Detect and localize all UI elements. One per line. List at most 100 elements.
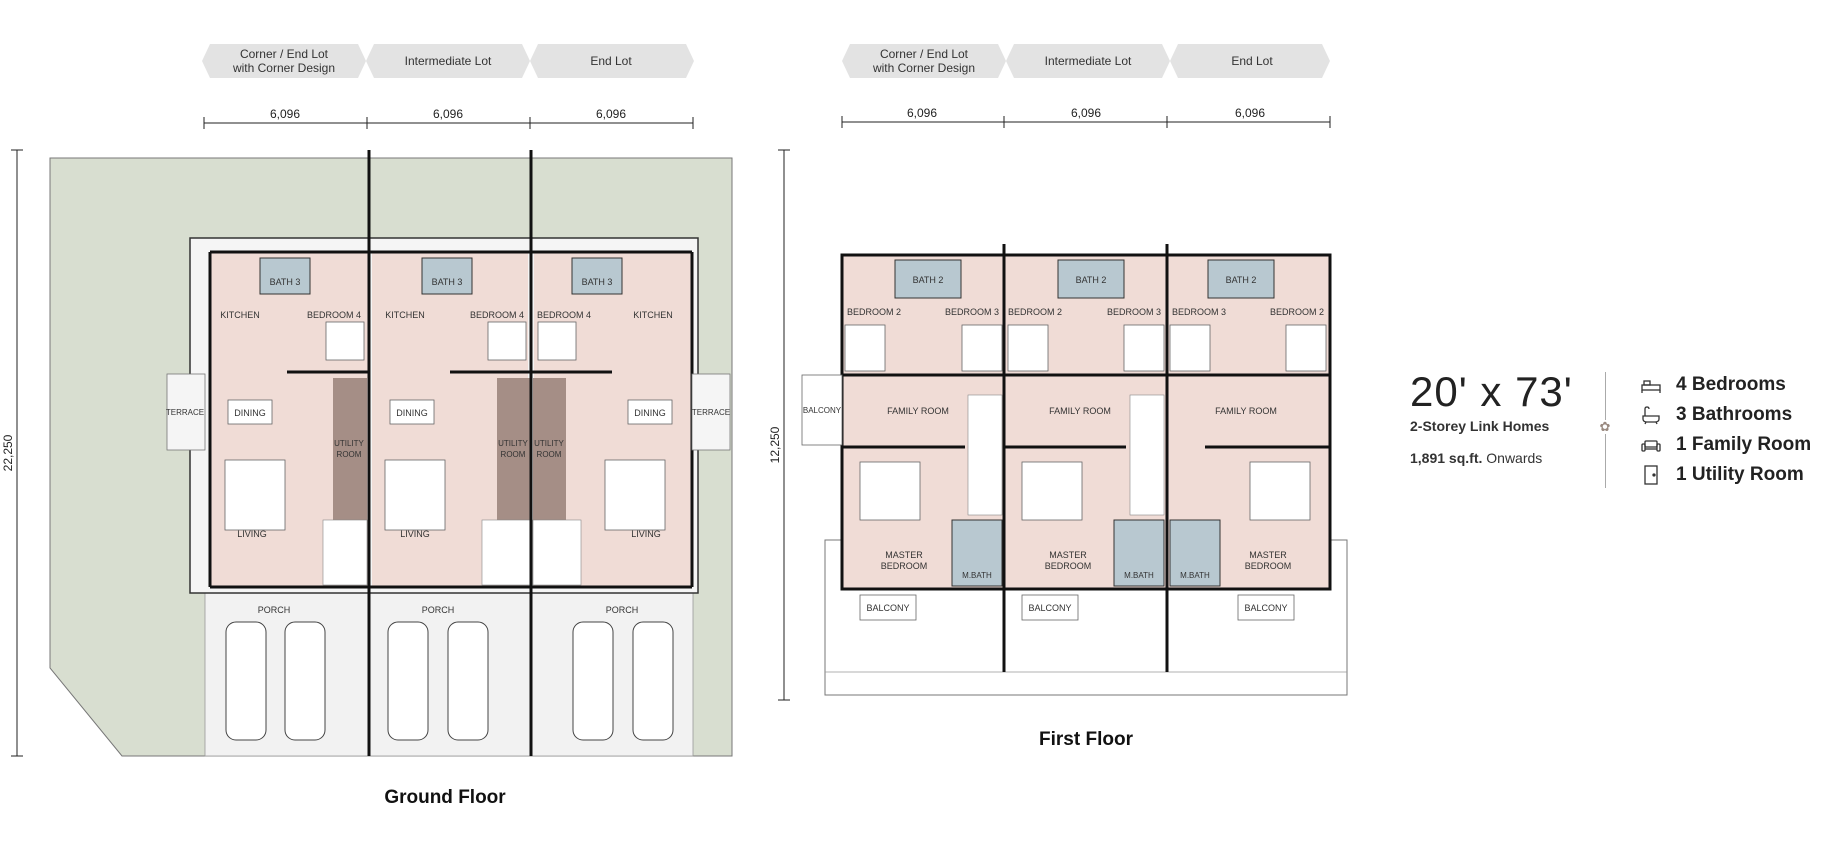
feature-item: 3 Bathrooms (1640, 400, 1811, 430)
first-depth-label: 12,250 (768, 426, 782, 463)
balcony-label: BALCONY (866, 603, 909, 613)
svg-text:Intermediate Lot: Intermediate Lot (1045, 54, 1132, 68)
mbath-label: M.BATH (962, 571, 992, 580)
door-icon (1644, 465, 1658, 485)
ground-lot-tab-intermediate: Intermediate Lot (366, 44, 530, 78)
bedroom3-label: BEDROOM 3 (1172, 307, 1226, 317)
bath2-label: BATH 2 (1076, 275, 1107, 285)
unit-type-subtitle: 2-Storey Link Homes (1410, 418, 1550, 434)
porch-label: PORCH (422, 605, 455, 615)
bath2-room (1057, 259, 1125, 299)
svg-text:MASTER: MASTER (1249, 550, 1287, 560)
svg-text:Intermediate Lot: Intermediate Lot (405, 54, 492, 68)
mbath-room (1113, 519, 1165, 587)
dining-label: DINING (396, 408, 428, 418)
feature-text: 1 Family Room (1676, 434, 1812, 455)
svg-text:BEDROOM: BEDROOM (1045, 561, 1092, 571)
utility-room (497, 378, 530, 523)
ground-floor-title: Ground Floor (384, 787, 506, 808)
kitchen-label: KITCHEN (633, 310, 673, 320)
bedroom2-label: BEDROOM 2 (1008, 307, 1062, 317)
svg-text:UTILITY: UTILITY (334, 439, 364, 448)
sofa-icon (1641, 440, 1661, 452)
living-label: LIVING (237, 529, 267, 539)
svg-text:End Lot: End Lot (1231, 54, 1273, 68)
bedroom4-label: BEDROOM 4 (470, 310, 524, 320)
ground-depth-dimension (11, 149, 23, 757)
bedroom3-label: BEDROOM 3 (945, 307, 999, 317)
svg-text:UTILITY: UTILITY (534, 439, 564, 448)
area-suffix: Onwards (1486, 450, 1543, 466)
utility-room (533, 378, 566, 523)
feature-item: 1 Family Room (1640, 430, 1811, 460)
bedroom4-label: BEDROOM 4 (537, 310, 591, 320)
balcony-label: BALCONY (1244, 603, 1287, 613)
svg-text:with Corner Design: with Corner Design (232, 61, 335, 75)
living-label: LIVING (631, 529, 661, 539)
bath3-room (571, 257, 623, 295)
svg-text:MASTER: MASTER (1049, 550, 1087, 560)
svg-text:Corner / End Lot: Corner / End Lot (240, 47, 329, 61)
ground-width-label: 6,096 (270, 107, 300, 121)
first-lot-tab-end: End Lot (1170, 44, 1330, 78)
svg-text:ROOM: ROOM (337, 450, 362, 459)
first-house-footprint (840, 253, 1332, 591)
first-lot-tab-corner: Corner / End Lot with Corner Design (842, 44, 1006, 78)
feature-text: 4 Bedrooms (1676, 374, 1786, 395)
bath3-room (259, 257, 311, 295)
bath3-label: BATH 3 (582, 277, 613, 287)
svg-text:with Corner Design: with Corner Design (872, 61, 975, 75)
feature-text: 3 Bathrooms (1676, 404, 1793, 425)
mbath-label: M.BATH (1124, 571, 1154, 580)
terrace-label: TERRACE (692, 408, 730, 417)
bedroom4-label: BEDROOM 4 (307, 310, 361, 320)
utility-label: UTILITY ROOM UTILITY ROOM UTILITY ROOM (334, 439, 564, 459)
bedroom2-label: BEDROOM 2 (847, 307, 901, 317)
bath2-room (1207, 259, 1275, 299)
first-width-label: 6,096 (1235, 106, 1265, 120)
dining-label: DINING (234, 408, 266, 418)
ground-floor-plan: Corner / End Lot with Corner Design Inte… (1, 44, 733, 808)
parked-cars (225, 621, 674, 741)
balcony-label: BALCONY (1028, 603, 1071, 613)
svg-text:Corner / End Lot: Corner / End Lot (880, 47, 969, 61)
porch-label: PORCH (258, 605, 291, 615)
svg-text:MASTER: MASTER (885, 550, 923, 560)
flower-ornament-icon: ✿ (1598, 419, 1612, 434)
family-room-label: FAMILY ROOM (1049, 406, 1111, 416)
kitchen-label: KITCHEN (385, 310, 425, 320)
area-value: 1,891 sq.ft. (1410, 450, 1483, 466)
porch-label: PORCH (606, 605, 639, 615)
first-depth-dimension (778, 149, 790, 701)
unit-summary: 20' x 73' 2-Storey Link Homes 1,891 sq.f… (1410, 368, 1811, 500)
family-room-label: FAMILY ROOM (1215, 406, 1277, 416)
first-floor-plan: Corner / End Lot with Corner Design Inte… (768, 44, 1348, 750)
bath3-room (421, 257, 473, 295)
feature-text: 1 Utility Room (1676, 464, 1804, 485)
living-label: LIVING (400, 529, 430, 539)
svg-text:BEDROOM: BEDROOM (1245, 561, 1292, 571)
ground-depth-label: 22,250 (1, 434, 15, 471)
svg-text:ROOM: ROOM (537, 450, 562, 459)
dining-label: DINING (634, 408, 666, 418)
unit-size-title: 20' x 73' (1410, 368, 1573, 415)
first-width-label: 6,096 (1071, 106, 1101, 120)
ground-width-dimensions (203, 117, 694, 129)
bath2-room (894, 259, 962, 299)
utility-room (333, 378, 367, 523)
first-floor-title: First Floor (1039, 729, 1134, 750)
ground-width-label: 6,096 (596, 107, 626, 121)
svg-text:BEDROOM: BEDROOM (881, 561, 928, 571)
bath2-label: BATH 2 (913, 275, 944, 285)
mbath-room (951, 519, 1003, 587)
bath3-label: BATH 3 (432, 277, 463, 287)
kitchen-label: KITCHEN (220, 310, 260, 320)
bath3-label: BATH 3 (270, 277, 301, 287)
built-up-area: 1,891 sq.ft. Onwards (1410, 450, 1585, 466)
first-width-dimensions (841, 116, 1331, 128)
bedroom2-label: BEDROOM 2 (1270, 307, 1324, 317)
feature-list: 4 Bedrooms 3 Bathrooms 1 Family Room 1 U… (1640, 370, 1811, 490)
svg-text:ROOM: ROOM (501, 450, 526, 459)
family-room-label: FAMILY ROOM (887, 406, 949, 416)
